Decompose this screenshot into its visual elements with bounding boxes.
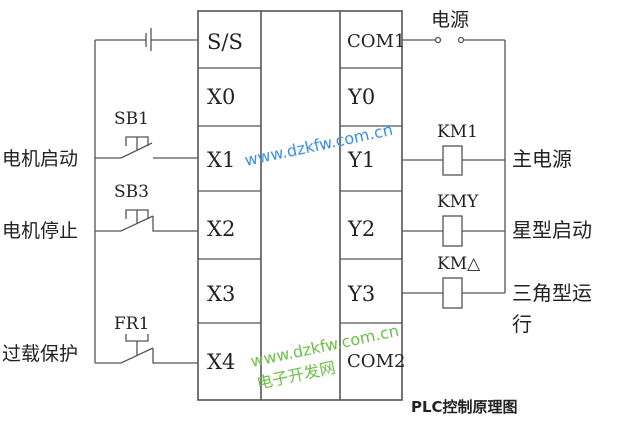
- fr1-label: FR1: [114, 314, 149, 334]
- terminal-com1: COM1: [347, 31, 405, 52]
- overload-protection-label: 过载保护: [2, 343, 78, 365]
- delta-run-label-cont: 行: [512, 312, 532, 336]
- kmd-coil-icon: [442, 277, 463, 309]
- kmy-coil-icon: [442, 215, 463, 247]
- terminal-y1: Y1: [347, 148, 375, 172]
- motor-start-label: 电机启动: [2, 148, 78, 170]
- plc-block: [197, 10, 403, 401]
- terminal-x2: X2: [207, 217, 235, 241]
- delta-run-label: 三角型运: [512, 281, 592, 305]
- terminal-x4: X4: [207, 350, 235, 374]
- star-start-label: 星型启动: [512, 218, 592, 242]
- kmd-label: KM△: [437, 254, 481, 274]
- sb1-switch-icon: [120, 142, 153, 159]
- terminal-ss: S/S: [207, 30, 243, 54]
- motor-stop-label: 电机停止: [2, 220, 78, 242]
- power-terminal-icon: [457, 36, 465, 44]
- km1-label: KM1: [437, 122, 478, 142]
- terminal-y0: Y0: [347, 85, 375, 109]
- plc-output-terminals: COM1 Y0 Y1 Y2 Y3 COM2: [347, 31, 405, 372]
- terminal-com2: COM2: [347, 351, 405, 372]
- plc-input-terminals: S/S X0 X1 X2 X3 X4: [207, 30, 243, 374]
- km1-coil-icon: [442, 145, 463, 176]
- power-terminal-icon: [434, 36, 442, 44]
- terminal-x3: X3: [207, 282, 235, 306]
- terminal-y3: Y3: [347, 282, 375, 306]
- input-wiring: [94, 28, 198, 364]
- output-wiring: [402, 36, 506, 309]
- terminal-y2: Y2: [347, 217, 375, 241]
- kmy-label: KMY: [437, 192, 479, 212]
- diagram-caption: PLC控制原理图: [411, 398, 518, 416]
- main-power-label: 主电源: [512, 147, 572, 171]
- terminal-x0: X0: [207, 85, 235, 109]
- sb3-label: SB3: [114, 182, 149, 202]
- sb1-label: SB1: [114, 109, 149, 129]
- power-label: 电源: [431, 9, 469, 31]
- terminal-x1: X1: [207, 148, 235, 172]
